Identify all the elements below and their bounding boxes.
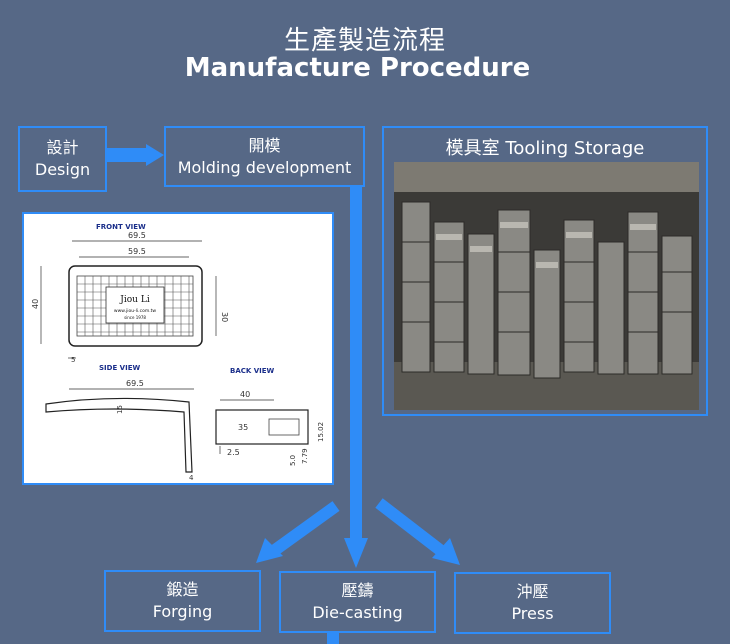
step-press: 沖壓 Press — [454, 572, 611, 634]
drawing-canvas: FRONT VIEW 69.5 59.5 40 Jiou Li www.jiou… — [31, 223, 325, 482]
dim-side-thick: 15 — [116, 405, 124, 414]
step-design-en: Design — [34, 160, 91, 179]
arrow-main-shaft — [350, 187, 362, 539]
arrow-bottom-stub — [327, 632, 339, 644]
step-forging: 鍛造 Forging — [104, 570, 261, 632]
arrow-press-head — [432, 538, 460, 565]
arrow-press-shaft — [375, 498, 444, 555]
page-title-english: Manufacture Procedure — [184, 53, 531, 83]
step-molding-en: Molding development — [177, 158, 352, 177]
dim-back-width: 40 — [240, 390, 250, 399]
page-title-chinese: 生產製造流程 — [283, 26, 446, 56]
arrow-forging-shaft — [271, 501, 340, 555]
dim-back-inner: 35 — [238, 423, 248, 432]
nameplate-brand: Jiou Li — [119, 295, 150, 305]
dim-back-h1: 7.79 — [301, 448, 309, 464]
arrow-diecasting-head — [344, 538, 368, 568]
step-molding: 開模 Molding development — [164, 126, 365, 187]
tooling-storage-panel: 模具室 Tooling Storage — [382, 126, 708, 416]
front-plate-outline — [68, 265, 203, 347]
nameplate-since: since 1978 — [124, 315, 146, 320]
step-design-zh: 設計 — [46, 138, 79, 157]
tooling-storage-photo — [394, 162, 699, 410]
dim-front-margin: 5 — [71, 356, 75, 364]
dim-back-h2: 15.02 — [317, 422, 325, 442]
side-profile — [45, 397, 193, 473]
step-diecasting-zh: 壓鑄 — [341, 581, 374, 600]
step-press-zh: 沖壓 — [516, 582, 549, 601]
arrow-design-to-molding-shaft — [107, 148, 147, 162]
step-forging-en: Forging — [152, 602, 213, 621]
dim-front-height: 40 — [31, 299, 40, 309]
back-profile — [215, 409, 309, 445]
back-view-label: BACK VIEW — [230, 367, 275, 375]
arrow-forging-head — [256, 538, 283, 563]
dim-front-outer: 69.5 — [128, 231, 146, 240]
dim-front-inner-height: 30 — [220, 312, 229, 322]
step-diecasting-en: Die-casting — [312, 603, 403, 622]
dim-back-h3: 5.0 — [289, 455, 297, 466]
dim-side-length: 69.5 — [126, 379, 144, 388]
front-view-label: FRONT VIEW — [96, 223, 146, 231]
tooling-storage-title: 模具室 Tooling Storage — [445, 138, 645, 159]
nameplate-url: www.jiou-li.com.tw — [114, 308, 157, 314]
arrow-design-to-molding-head — [146, 144, 164, 166]
step-diecasting: 壓鑄 Die-casting — [279, 571, 436, 633]
nameplate — [105, 286, 165, 324]
step-design: 設計 Design — [18, 126, 107, 192]
side-view-label: SIDE VIEW — [99, 364, 140, 372]
technical-drawing: FRONT VIEW 69.5 59.5 40 Jiou Li www.jiou… — [22, 212, 334, 485]
dim-side-end: 4 — [189, 474, 194, 482]
dim-front-inner: 59.5 — [128, 247, 146, 256]
step-press-en: Press — [511, 604, 554, 623]
dim-back-step: 2.5 — [227, 448, 240, 457]
step-molding-zh: 開模 — [248, 136, 281, 155]
step-forging-zh: 鍛造 — [166, 580, 199, 599]
